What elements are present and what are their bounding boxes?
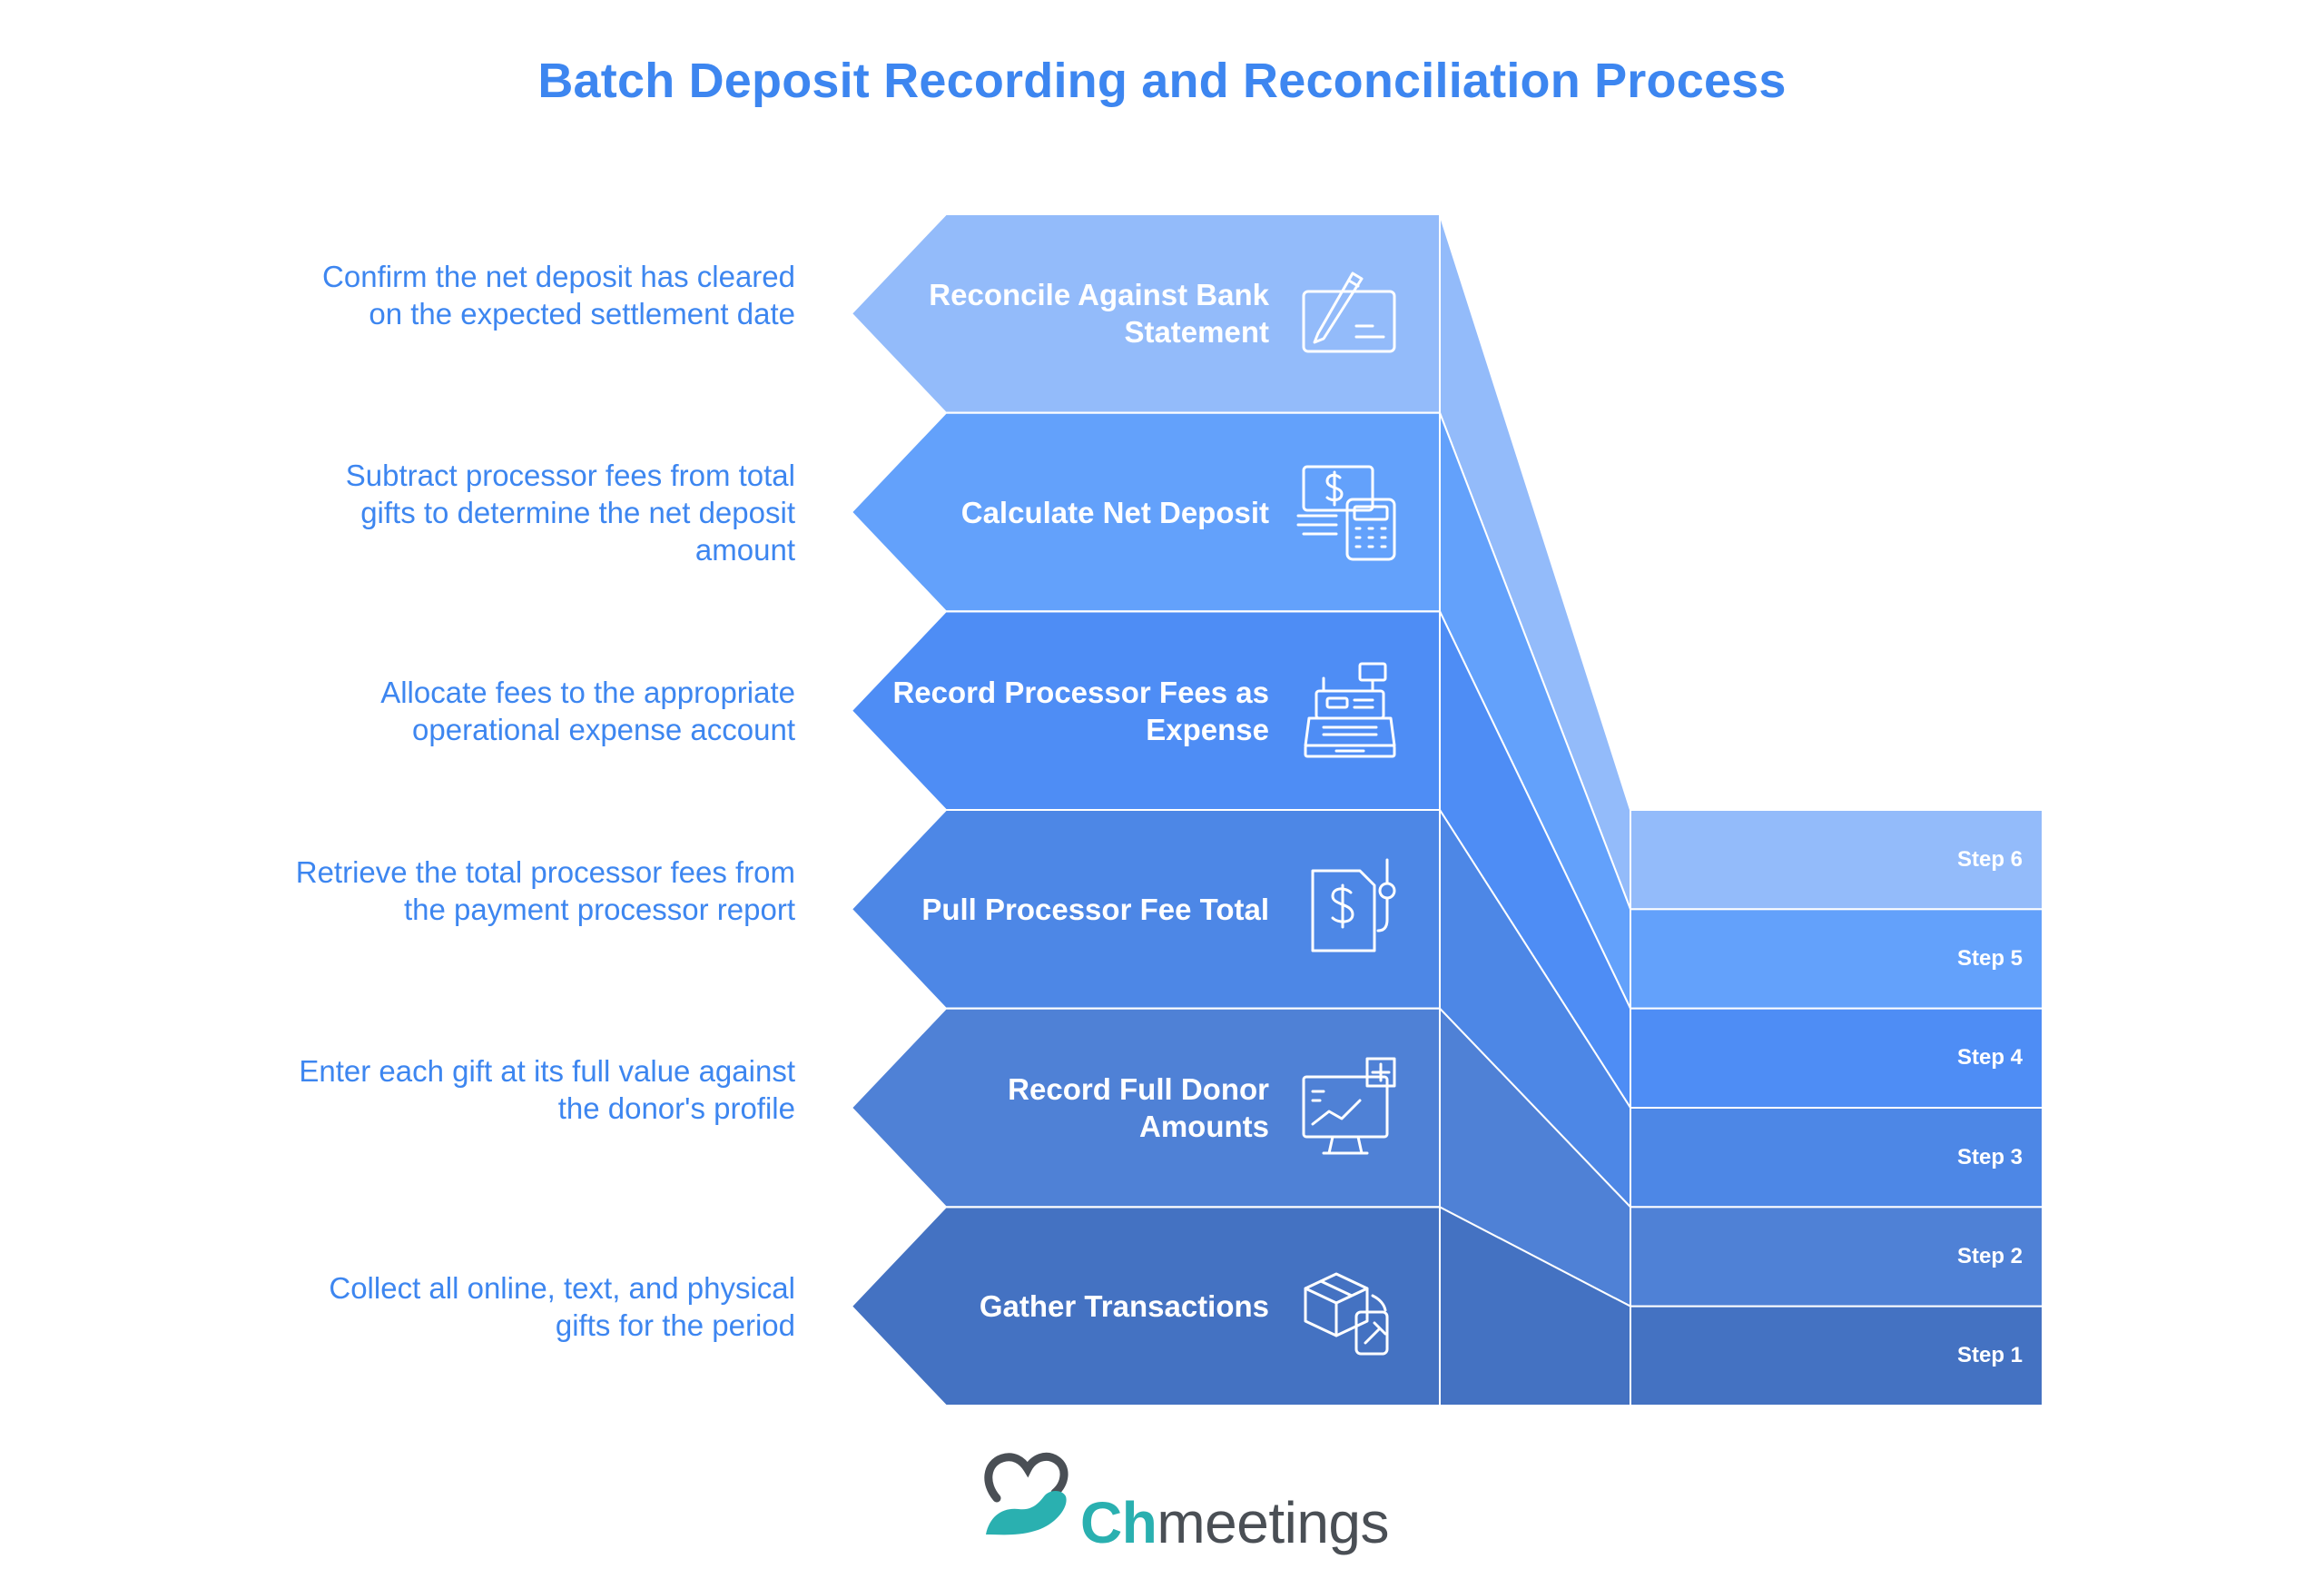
signed-check-icon (1302, 271, 1396, 353)
cash-calculator-icon (1296, 465, 1396, 561)
step-label: Step 4 (1956, 1045, 2023, 1071)
stage-label: Reconcile Against Bank Statement (929, 278, 1269, 350)
stage-label: Calculate Net Deposit (960, 495, 1269, 529)
stage-description: Collect all online, text, and physical g… (329, 1270, 795, 1342)
stage-description: Retrieve the total processor fees from t… (295, 854, 795, 926)
brand-suffix: meetings (1157, 1490, 1389, 1555)
stage-2 (850, 1006, 2043, 1308)
brand-wordmark: Chmeetings (1080, 1489, 1389, 1556)
chart-monitor-plus-icon (1302, 1057, 1396, 1155)
stage-description: Confirm the net deposit has cleared on t… (322, 259, 795, 331)
stage-label: Pull Processor Fee Total (921, 892, 1269, 926)
cash-register-icon (1304, 662, 1396, 758)
step-block (1630, 1305, 2043, 1406)
step-label: Step 5 (1956, 946, 2023, 971)
step-block (1630, 809, 2043, 911)
stage-description: Enter each gift at its full value agains… (299, 1053, 795, 1125)
stage-6 (850, 213, 2043, 911)
step-block (1630, 1206, 2043, 1308)
stage-description: Subtract processor fees from total gifts… (345, 458, 795, 567)
stage-label: Record Processor Fees as Expense (892, 675, 1269, 746)
step-label: Step 2 (1956, 1244, 2023, 1268)
stage-label: Record Full Donor Amounts (1008, 1072, 1269, 1143)
stage-label: Gather Transactions (979, 1289, 1269, 1324)
heart-hand-logo-icon (984, 1452, 1068, 1535)
step-label: Step 3 (1956, 1144, 2023, 1169)
diagram-title: Batch Deposit Recording and Reconciliati… (537, 54, 1787, 108)
step-block (1630, 908, 2043, 1010)
stage-1 (850, 1205, 2043, 1406)
stage-description: Allocate fees to the appropriate operati… (380, 675, 795, 746)
dollar-document-icon (1311, 858, 1396, 952)
step-label: Step 1 (1956, 1343, 2023, 1368)
step-label: Step 6 (1956, 846, 2023, 872)
brand-prefix: Ch (1080, 1490, 1157, 1555)
package-tablet-icon (1304, 1272, 1389, 1356)
